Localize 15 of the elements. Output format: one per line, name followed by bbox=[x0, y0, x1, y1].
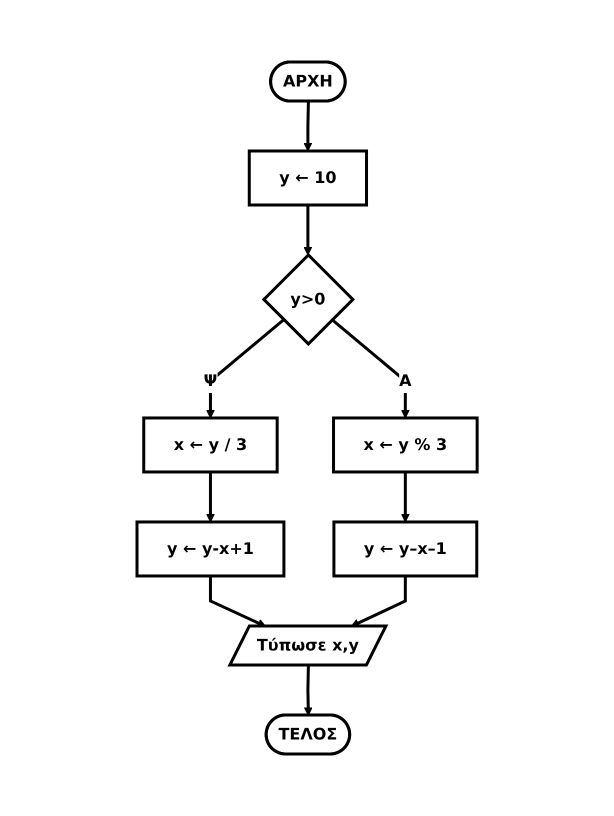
arrow bbox=[303, 101, 312, 152]
edge-label: Ψ bbox=[204, 370, 218, 390]
arrow bbox=[331, 318, 410, 418]
node-box: y ← 10 bbox=[248, 150, 368, 207]
arrow bbox=[304, 665, 313, 716]
node-box: x ← y % 3 bbox=[332, 416, 479, 474]
edge-label: Α bbox=[399, 370, 412, 390]
node-box: x ← y / 3 bbox=[142, 416, 279, 474]
arrow bbox=[400, 472, 410, 522]
arrow bbox=[303, 205, 312, 256]
node-box: y ← y–x–1 bbox=[332, 520, 478, 578]
node-diamond: y>0 bbox=[262, 252, 355, 346]
arrow bbox=[206, 472, 215, 522]
arrow bbox=[206, 318, 285, 418]
node-box: y ← y-x+1 bbox=[135, 520, 286, 578]
